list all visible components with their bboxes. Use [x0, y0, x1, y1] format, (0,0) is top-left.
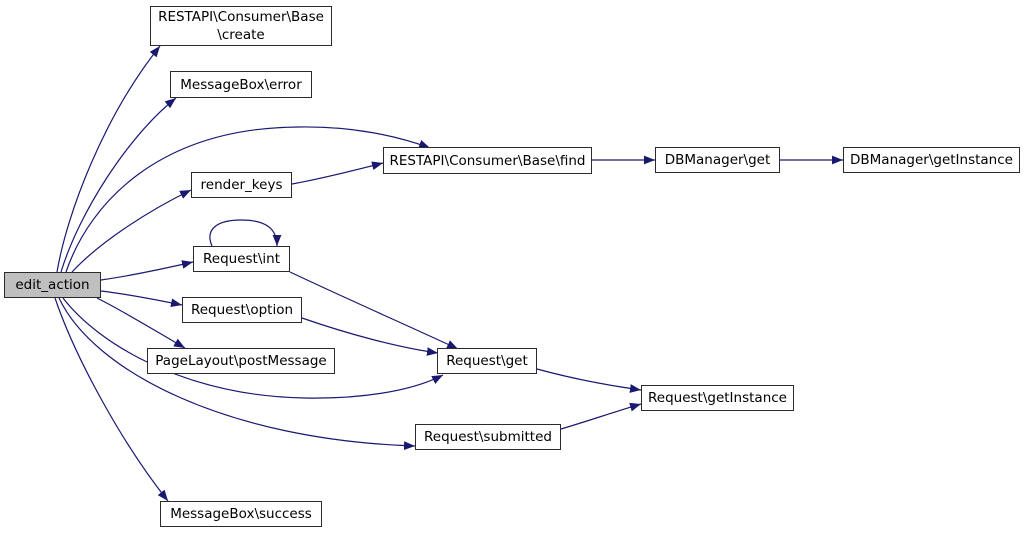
- edge-get-to-getinst: [536, 368, 642, 393]
- node-label: RESTAPI\Consumer\Base\find: [389, 152, 586, 169]
- edge-edit_action-to-success: [54, 297, 169, 502]
- edge-edit_action-to-int: [100, 260, 194, 281]
- edge-edit_action-to-submitted: [58, 297, 416, 451]
- node-success[interactable]: MessageBox\success: [160, 501, 322, 527]
- node-label: DBManager\get: [664, 152, 771, 168]
- node-option[interactable]: Request\option: [182, 297, 302, 323]
- edge-render_keys-to-find: [291, 161, 384, 185]
- node-create[interactable]: RESTAPI\Consumer\Base \create: [150, 6, 332, 46]
- node-get[interactable]: Request\get: [437, 348, 537, 374]
- node-label: MessageBox\success: [170, 506, 312, 522]
- node-label: \create: [217, 27, 265, 43]
- edge-submitted-to-getinst: [560, 402, 642, 430]
- node-label: Request\getInstance: [648, 390, 787, 406]
- node-label: PageLayout\postMessage: [155, 353, 327, 369]
- node-label: Request\submitted: [424, 429, 552, 445]
- node-label: edit_action: [15, 277, 90, 293]
- node-label: RESTAPI\Consumer\Base: [158, 9, 324, 25]
- node-label: MessageBox\error: [180, 76, 302, 93]
- edge-int-to-get: [289, 271, 459, 350]
- node-int[interactable]: Request\int: [193, 246, 290, 272]
- node-postmsg[interactable]: PageLayout\postMessage: [147, 348, 335, 374]
- node-label: Request\option: [190, 302, 294, 318]
- node-label: Request\get: [446, 353, 528, 369]
- node-error[interactable]: MessageBox\error: [170, 71, 312, 98]
- node-dbgetinst[interactable]: DBManager\getInstance: [843, 147, 1020, 173]
- node-label: render_keys: [200, 177, 283, 193]
- node-label: Request\int: [203, 251, 280, 267]
- edge-option-to-get: [301, 317, 439, 356]
- node-dbget[interactable]: DBManager\get: [655, 147, 780, 173]
- edge-edit_action-to-render_keys: [71, 189, 192, 273]
- node-render_keys[interactable]: render_keys: [191, 172, 292, 198]
- node-submitted[interactable]: Request\submitted: [415, 424, 561, 450]
- node-edit_action: edit_action: [4, 272, 101, 298]
- edge-int-to-int: [209, 219, 282, 247]
- edge-edit_action-to-get: [62, 297, 444, 399]
- edge-edit_action-to-find: [65, 126, 431, 273]
- edge-edit_action-to-option: [100, 290, 183, 308]
- edge-edit_action-to-postmsg: [96, 297, 186, 349]
- edge-edit_action-to-create: [56, 45, 161, 273]
- node-label: DBManager\getInstance: [850, 152, 1013, 168]
- node-find[interactable]: RESTAPI\Consumer\Base\find: [383, 147, 592, 174]
- edge-edit_action-to-error: [60, 97, 177, 273]
- node-getinst[interactable]: Request\getInstance: [641, 385, 794, 411]
